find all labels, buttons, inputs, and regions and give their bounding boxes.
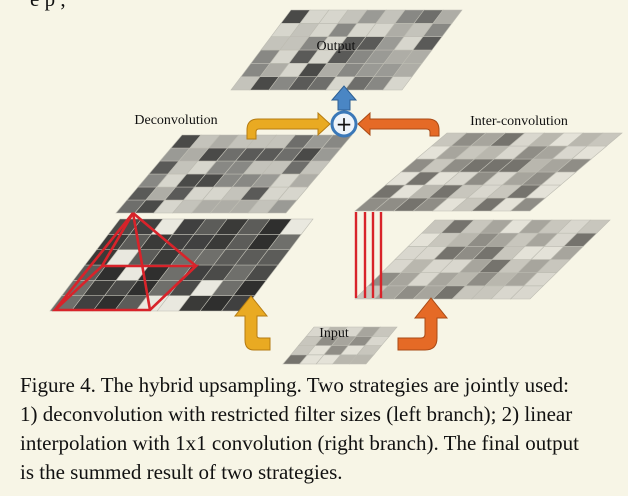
left-up-arrow-icon bbox=[233, 295, 271, 351]
grid-cell bbox=[279, 218, 314, 235]
output-label: Output bbox=[317, 39, 356, 54]
plus-icon: + bbox=[336, 112, 353, 136]
figure-caption: Figure 4. The hybrid upsampling. Two str… bbox=[20, 371, 620, 487]
overlay-layers bbox=[51, 85, 449, 351]
receptive-field-edge-2 bbox=[131, 212, 152, 311]
header-partial-text: e p , bbox=[30, 0, 66, 12]
sum-to-output-arrow-icon bbox=[330, 85, 358, 111]
grid-cell bbox=[586, 132, 623, 147]
grid-cell bbox=[371, 326, 398, 337]
output-grid bbox=[230, 9, 463, 91]
deconv-input-grid bbox=[49, 218, 314, 312]
left-to-sum-arrow-icon bbox=[246, 111, 331, 140]
grid-cell bbox=[321, 134, 353, 149]
deconv-grid bbox=[115, 134, 353, 214]
interconv-grid bbox=[354, 132, 623, 212]
inter-convolution-label: Inter-convolution bbox=[470, 114, 568, 129]
deconvolution-label: Deconvolution bbox=[134, 113, 217, 128]
receptive-field-edge-1 bbox=[53, 212, 135, 311]
receptive-field-edge-3 bbox=[132, 212, 197, 267]
input-label: Input bbox=[319, 326, 349, 341]
interp-grid bbox=[354, 219, 611, 300]
grid-cell bbox=[432, 9, 463, 24]
grid-layers bbox=[49, 9, 623, 365]
grid-cell bbox=[576, 219, 611, 234]
input-grid bbox=[282, 326, 398, 365]
sum-node: + bbox=[330, 110, 358, 138]
caption-line-3: interpolation with 1x1 convolution (righ… bbox=[20, 431, 579, 455]
right-to-sum-arrow-icon bbox=[357, 111, 440, 137]
receptive-field-edge-4 bbox=[100, 212, 135, 267]
caption-line-4: is the summed result of two strategies. bbox=[20, 460, 343, 484]
caption-line-2: 1) deconvolution with restricted filter … bbox=[20, 402, 573, 426]
right-up-arrow-icon bbox=[397, 297, 449, 351]
caption-line-1: Figure 4. The hybrid upsampling. Two str… bbox=[20, 373, 569, 397]
